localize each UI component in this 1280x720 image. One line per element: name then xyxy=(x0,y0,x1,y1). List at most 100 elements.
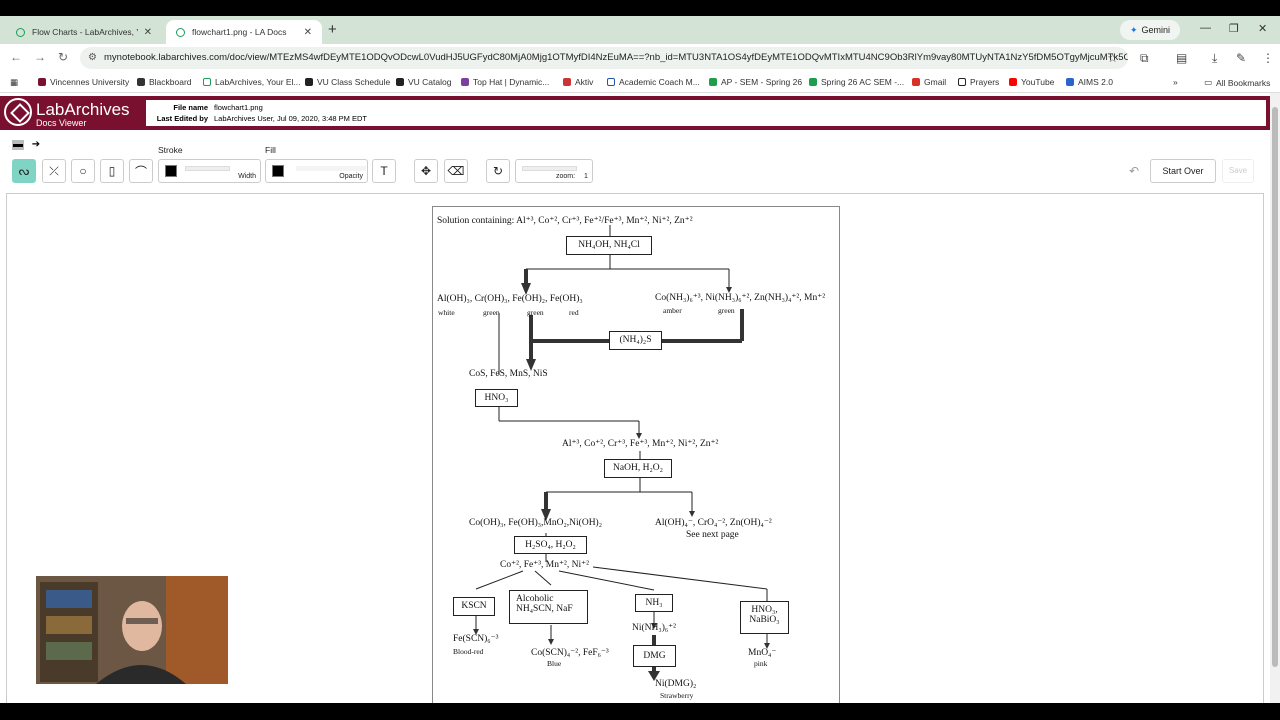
bookmark-star-icon[interactable]: ☆ xyxy=(1107,51,1118,65)
reagent-line: NaBiO₃ xyxy=(749,615,780,625)
solution-label: Co(NH₃)₆⁺³, Ni(NH₃)₆⁺², Zn(NH₃)₄⁺², Mn⁺² xyxy=(655,293,826,303)
labarchives-favicon-icon xyxy=(16,27,25,37)
menu-icon[interactable]: ⋮ xyxy=(1262,51,1274,65)
flowchart-image: Solution containing: Al⁺³, Co⁺², Cr⁺³, F… xyxy=(432,206,840,706)
reagent-box: KSCN xyxy=(453,597,495,616)
bookmark-item[interactable]: Aktiv xyxy=(563,77,593,87)
profile-icon[interactable]: ✎ xyxy=(1236,51,1247,65)
close-tab-icon[interactable]: ✕ xyxy=(303,26,312,38)
restore-icon[interactable]: ❐ xyxy=(1229,23,1239,35)
last-edited-label: Last Edited by xyxy=(156,114,208,123)
color-label: pink xyxy=(754,659,768,668)
new-tab-icon[interactable]: + xyxy=(328,21,337,38)
zoom-value: 1 xyxy=(584,173,588,180)
zoom-control[interactable]: zoom: 1 xyxy=(515,159,593,183)
reagent-line: NH₄SCN, NaF xyxy=(516,604,573,614)
bookmark-item[interactable]: Vincennes University xyxy=(38,77,129,87)
fill-label: Fill xyxy=(265,145,276,155)
reagent-box: H₂SO₄, H₂O₂ xyxy=(514,536,587,554)
undo-icon[interactable]: ↶ xyxy=(1128,164,1140,178)
bookmark-item[interactable]: Gmail xyxy=(912,77,946,87)
see-next-label: See next page xyxy=(686,530,739,540)
bookmark-item[interactable]: Spring 26 AC SEM -... xyxy=(809,77,904,87)
color-label: white xyxy=(438,308,455,317)
top-black-bar xyxy=(0,0,1280,16)
bookmark-item[interactable]: Blackboard xyxy=(137,77,192,87)
fill-color-swatch[interactable] xyxy=(272,165,284,177)
tab-flow-charts[interactable]: Flow Charts - LabArchives, Your ✕ xyxy=(6,20,162,44)
freehand-tool-icon[interactable]: ᔓ xyxy=(12,159,36,183)
rectangle-tool-icon[interactable]: ▯ xyxy=(100,159,124,183)
reagent-box: Alcoholic NH₄SCN, NaF xyxy=(509,590,588,624)
browser-tab-strip: Flow Charts - LabArchives, Your ✕ flowch… xyxy=(0,16,1280,44)
opacity-slider[interactable] xyxy=(296,166,366,171)
url-text: mynotebook.labarchives.com/doc/view/MTEz… xyxy=(104,52,1128,63)
bookmark-item[interactable]: LabArchives, Your El... xyxy=(203,77,301,87)
close-tab-icon[interactable]: ✕ xyxy=(143,26,152,38)
url-bar[interactable]: ⚙ mynotebook.labarchives.com/doc/view/MT… xyxy=(80,47,1128,69)
stroke-control[interactable]: Width xyxy=(158,159,261,183)
more-bookmarks-icon[interactable]: » xyxy=(1173,77,1178,87)
address-row: ← → ↻ ⚙ mynotebook.labarchives.com/doc/v… xyxy=(0,44,1280,72)
bookmark-item[interactable]: AIMS 2.0 xyxy=(1066,77,1113,87)
save-button[interactable]: Save xyxy=(1222,159,1254,183)
circle-tool-icon[interactable]: ○ xyxy=(71,159,95,183)
color-label: Strawberry xyxy=(660,691,694,700)
page-scrollbar[interactable] xyxy=(1270,93,1280,703)
bottom-black-bar xyxy=(0,703,1280,720)
arrow-style-icon[interactable]: ➔ xyxy=(30,139,42,150)
text-tool-icon[interactable]: T xyxy=(372,159,396,183)
site-info-icon[interactable]: ⚙ xyxy=(88,52,97,63)
reagent-box: NH₃ xyxy=(635,594,673,612)
line-style-icon[interactable]: ▬ xyxy=(12,139,24,150)
start-over-button[interactable]: Start Over xyxy=(1150,159,1216,183)
bookmark-item[interactable]: VU Class Schedule xyxy=(305,77,390,87)
back-icon[interactable]: ← xyxy=(10,50,22,64)
reagent-box: (NH₄)₂S xyxy=(609,331,662,350)
color-label: amber xyxy=(663,306,682,315)
reload-icon[interactable]: ↻ xyxy=(58,50,69,64)
extensions-icon[interactable]: ⧉ xyxy=(1140,51,1149,65)
zoom-reset-icon[interactable]: ↻ xyxy=(486,159,510,183)
lasso-tool-icon[interactable]: ⌒ xyxy=(129,159,153,183)
product-label: Fe(SCN)₆⁻³ xyxy=(453,634,499,644)
download-icon[interactable]: ⤓ xyxy=(1212,51,1218,65)
scrollbar-thumb[interactable] xyxy=(1272,107,1278,667)
reagent-box: DMG xyxy=(633,645,676,667)
flowchart-header: Solution containing: Al⁺³, Co⁺², Cr⁺³, F… xyxy=(437,216,693,226)
color-label: green xyxy=(718,306,735,315)
pointer-tool-icon[interactable]: ⤫ xyxy=(42,159,66,183)
gemini-button[interactable]: ✦ Gemini xyxy=(1120,20,1181,40)
all-bookmarks[interactable]: ▭All Bookmarks xyxy=(1204,77,1271,88)
brand-subtitle: Docs Viewer xyxy=(36,118,87,128)
ions-label: Co⁺², Fe⁺³, Mn⁺², Ni⁺² xyxy=(500,560,589,570)
bookmarks-bar: ▦ Vincennes University Blackboard LabArc… xyxy=(0,72,1280,93)
zoom-slider[interactable] xyxy=(522,166,577,171)
bookmark-item[interactable]: Academic Coach M... xyxy=(607,77,700,87)
sulfides-label: CoS, FeS, MnS, NiS xyxy=(469,369,548,379)
bookmark-item[interactable]: Top Hat | Dynamic... xyxy=(461,77,549,87)
bookmark-item[interactable]: AP - SEM - Spring 26 xyxy=(709,77,802,87)
minimize-icon[interactable]: — xyxy=(1200,22,1211,34)
color-label: Blood-red xyxy=(453,647,484,656)
fill-control[interactable]: Opacity xyxy=(265,159,368,183)
stroke-width-slider[interactable] xyxy=(185,166,230,171)
close-window-icon[interactable]: ✕ xyxy=(1258,23,1268,35)
bookmark-item[interactable]: Prayers xyxy=(958,77,999,87)
webcam-video-overlay xyxy=(36,576,228,684)
side-panel-icon[interactable]: ▤ xyxy=(1176,51,1188,65)
reagent-line: Alcoholic xyxy=(516,594,554,604)
tab-flowchart1[interactable]: flowchart1.png - LA Docs ✕ xyxy=(166,20,322,44)
forward-icon[interactable]: → xyxy=(34,50,46,64)
bookmark-item[interactable]: VU Catalog xyxy=(396,77,451,87)
brand-name: LabArchives xyxy=(36,100,130,119)
color-label: Blue xyxy=(547,659,562,668)
last-edited-value: LabArchives User, Jul 09, 2020, 3:48 PM … xyxy=(214,114,367,123)
move-tool-icon[interactable]: ✥ xyxy=(414,159,438,183)
stroke-color-swatch[interactable] xyxy=(165,165,177,177)
apps-icon[interactable]: ▦ xyxy=(10,77,19,87)
bookmark-item[interactable]: YouTube xyxy=(1009,77,1054,87)
eraser-tool-icon[interactable]: ⌫ xyxy=(444,159,468,183)
reagent-box: HNO₃ xyxy=(475,389,518,407)
file-info: File name flowchart1.png Last Edited by … xyxy=(146,100,1266,126)
